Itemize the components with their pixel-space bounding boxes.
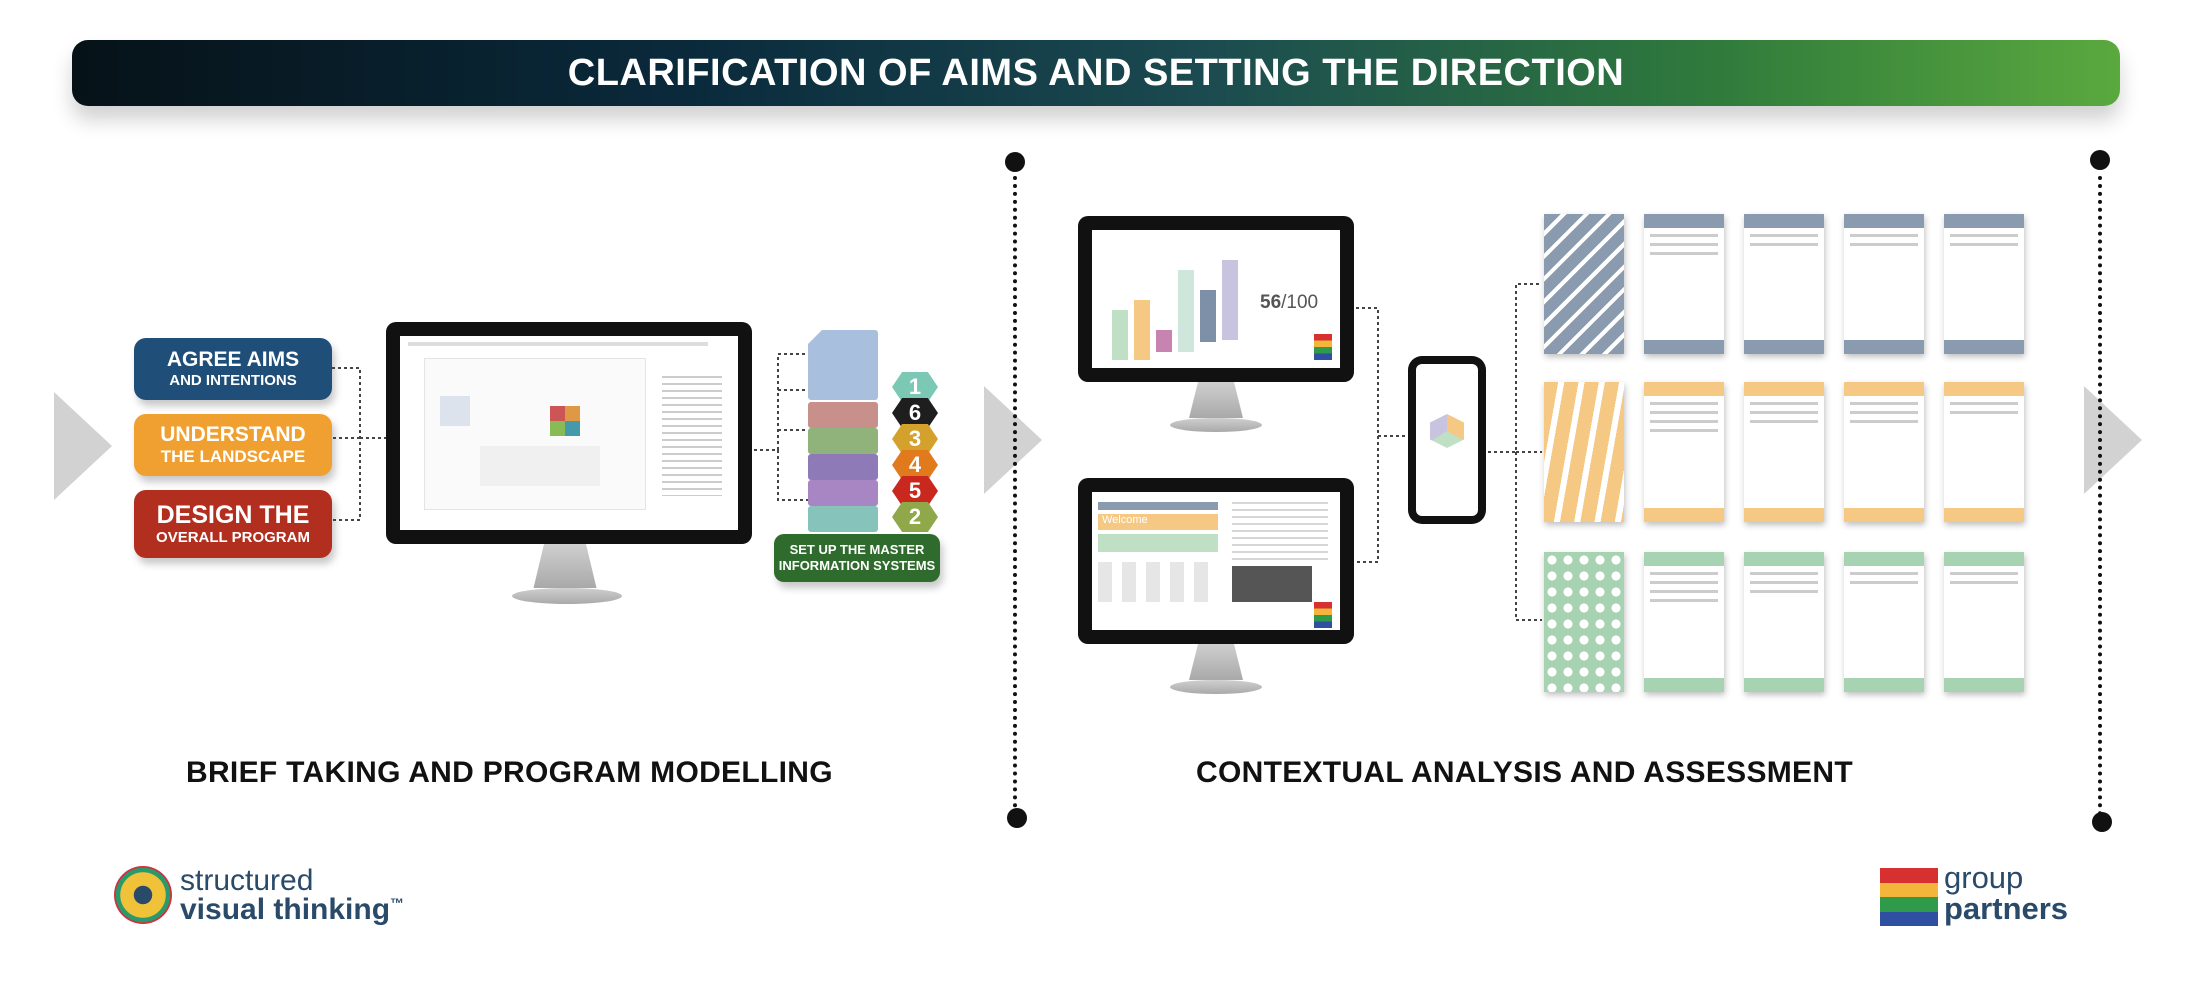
- brand-right-line1: group: [1944, 860, 2024, 895]
- score-readout: 56/100: [1260, 292, 1318, 314]
- stack-book: [808, 428, 878, 454]
- monitor-program-model: [386, 322, 752, 544]
- brand-left-line1: structured: [180, 864, 314, 897]
- monitor-screen: Welcome: [1092, 492, 1340, 630]
- card-green-lead: [1544, 552, 1624, 692]
- pill-line1: AGREE AIMS: [166, 348, 300, 372]
- card-orange-lead: [1544, 382, 1624, 522]
- brand-right-text: group partners: [1944, 862, 2068, 924]
- phone-screen: [1416, 364, 1478, 516]
- brand-left-line2-wrap: visual thinking™: [180, 893, 404, 927]
- monitor-screen: 56/100: [1092, 230, 1340, 368]
- card-blue: [1844, 214, 1924, 354]
- hex-number: 4: [892, 450, 938, 480]
- monitor-base: [512, 588, 622, 604]
- pill-connectors: [332, 367, 390, 521]
- phone: [1408, 356, 1486, 524]
- structured-visual-thinking-logo-icon: [114, 866, 172, 924]
- stack-book: [808, 454, 878, 480]
- cards-connectors: [1488, 283, 1542, 621]
- master-line2: INFORMATION SYSTEMS: [778, 558, 936, 573]
- card-green: [1644, 552, 1724, 692]
- arrow-right-icon: [2084, 386, 2142, 494]
- divider-dot: [2092, 812, 2112, 832]
- right-section-title: CONTEXTUAL ANALYSIS AND ASSESSMENT: [1196, 756, 1853, 789]
- arrow-left-icon: [54, 392, 112, 500]
- pill-line2: AND INTENTIONS: [169, 372, 297, 390]
- pill-agree-aims: AGREE AIMS AND INTENTIONS: [134, 338, 332, 400]
- monitor-welcome: Welcome: [1078, 478, 1354, 644]
- divider-right: [2098, 176, 2102, 816]
- pill-design-program: DESIGN THE OVERALL PROGRAM: [134, 490, 332, 558]
- monitor-stand: [533, 544, 597, 588]
- card-blue: [1644, 214, 1724, 354]
- hex-number: 2: [892, 502, 938, 532]
- hex-number: 6: [892, 398, 938, 428]
- phone-connectors: [1356, 307, 1410, 563]
- welcome-text: Welcome: [1098, 514, 1218, 530]
- card-green: [1844, 552, 1924, 692]
- stack-book: [808, 402, 878, 428]
- monitor-score: 56/100: [1078, 216, 1354, 382]
- card-blue: [1944, 214, 2024, 354]
- monitor-base: [1170, 680, 1262, 694]
- monitor-stand: [1189, 644, 1243, 680]
- monitor-screen: [400, 336, 738, 530]
- stack-book: [808, 506, 878, 532]
- card-orange: [1644, 382, 1724, 522]
- pill-line2: OVERALL PROGRAM: [156, 529, 310, 547]
- pill-line2: THE LANDSCAPE: [160, 447, 306, 467]
- divider-dot: [2090, 150, 2110, 170]
- card-blue-lead: [1544, 214, 1624, 354]
- stack-book: [808, 480, 878, 506]
- banner-title: CLARIFICATION OF AIMS AND SETTING THE DI…: [567, 51, 1625, 94]
- left-section-title: BRIEF TAKING AND PROGRAM MODELLING: [186, 756, 833, 789]
- brand-left-tm: ™: [390, 895, 405, 911]
- stack-connectors: [754, 353, 808, 501]
- divider-dot: [1007, 808, 1027, 828]
- card-green: [1744, 552, 1824, 692]
- brand-right-line2: partners: [1944, 891, 2069, 926]
- hex-number: 1: [892, 372, 938, 402]
- stack-folder: [808, 330, 878, 400]
- card-orange: [1744, 382, 1824, 522]
- divider-dot: [1005, 152, 1025, 172]
- master-information-systems-badge: SET UP THE MASTER INFORMATION SYSTEMS: [774, 534, 940, 582]
- pill-line1: UNDERSTAND: [160, 423, 306, 447]
- score-value: 56: [1260, 292, 1282, 313]
- pill-understand-landscape: UNDERSTAND THE LANDSCAPE: [134, 414, 332, 476]
- card-orange: [1844, 382, 1924, 522]
- header-banner: CLARIFICATION OF AIMS AND SETTING THE DI…: [72, 40, 2120, 106]
- card-green: [1944, 552, 2024, 692]
- master-line1: SET UP THE MASTER: [789, 542, 925, 558]
- card-blue: [1744, 214, 1824, 354]
- divider-left: [1013, 176, 1017, 816]
- monitor-stand: [1189, 382, 1243, 418]
- hex-number: 3: [892, 424, 938, 454]
- monitor-base: [1170, 418, 1262, 432]
- card-orange: [1944, 382, 2024, 522]
- hex-number: 5: [892, 476, 938, 506]
- group-partners-flag-icon: [1880, 868, 1938, 926]
- brand-left-line2: visual thinking: [180, 893, 391, 926]
- score-total: /100: [1281, 292, 1319, 313]
- pill-line1: DESIGN THE: [156, 501, 310, 529]
